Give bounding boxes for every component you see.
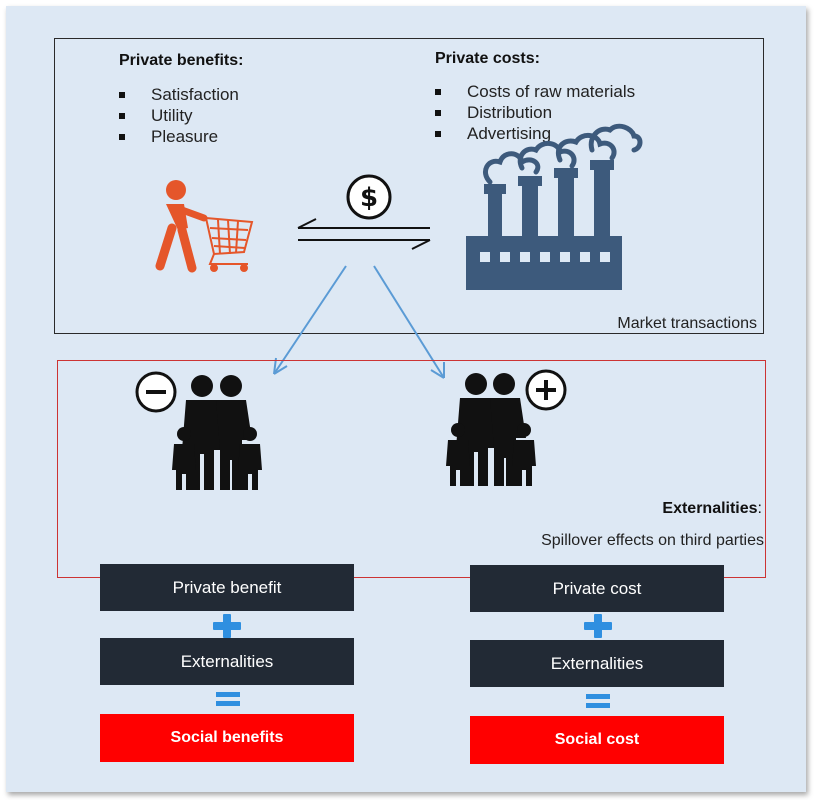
social-benefits-box: Social benefits [100,714,354,762]
plus-icon [213,614,241,638]
equals-icon [216,692,240,706]
private-costs-heading: Private costs: [435,50,540,67]
market-transactions-label: Market transactions [617,315,757,332]
externalities-heading: Externalities: [662,500,762,518]
externalities-description: Spillover effects on third parties [541,532,764,549]
equals-icon [586,694,610,708]
externalities-heading-text: Externalities [662,500,758,517]
externalities-box [57,360,766,578]
externalities-heading-colon: : [757,500,762,517]
list-item: Satisfaction [119,84,239,105]
benefit-externalities-box: Externalities [100,638,354,685]
person-with-shopping-cart-icon [155,180,254,273]
social-cost-box: Social cost [470,716,724,764]
private-cost-box: Private cost [470,565,724,612]
spillover-arrows [273,265,445,379]
family-minus-icon [135,371,262,490]
cost-externalities-box: Externalities [470,640,724,687]
private-benefits-heading: Private benefits: [119,52,244,69]
list-item: Advertising [435,123,635,144]
exchange-arrows-icon [297,218,431,250]
market-transactions-box [54,38,764,334]
family-plus-icon [446,369,567,486]
svg-text:$: $ [360,183,378,213]
private-benefit-box: Private benefit [100,564,354,611]
private-costs-list: Costs of raw materials Distribution Adve… [435,81,635,144]
private-benefits-list: Satisfaction Utility Pleasure [119,84,239,147]
factory-icon [466,123,643,290]
plus-icon [584,614,612,638]
list-item: Utility [119,105,239,126]
list-item: Distribution [435,102,635,123]
list-item: Pleasure [119,126,239,147]
list-item: Costs of raw materials [435,81,635,102]
dollar-coin-icon: $ [346,174,392,220]
